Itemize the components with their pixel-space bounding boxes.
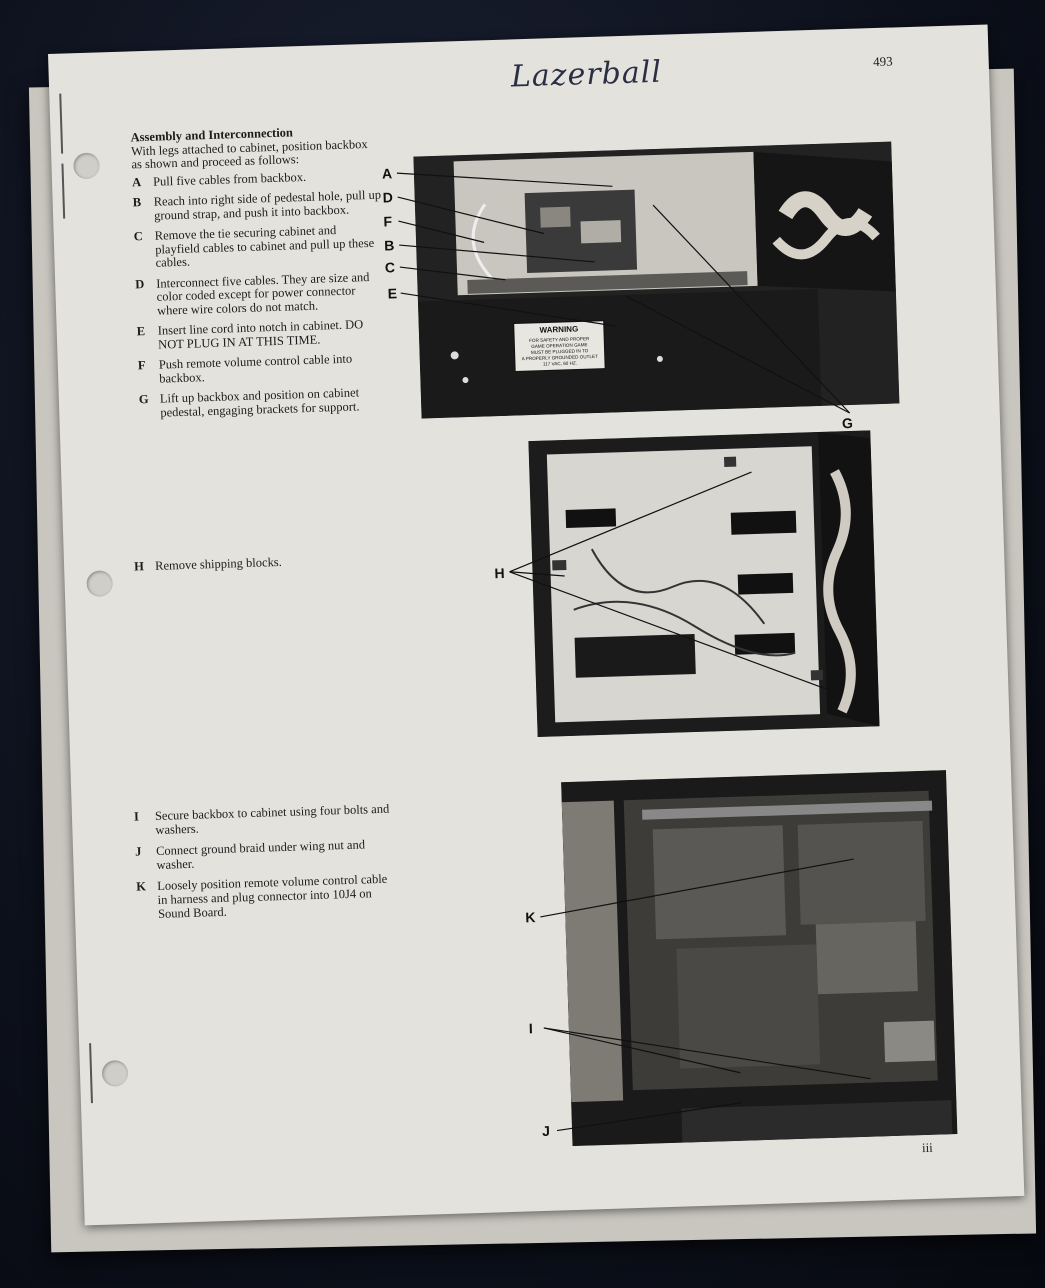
manual-page: 493 Lazerball Assembly and Interconnecti… — [48, 24, 1025, 1226]
warning-label-title: WARNING — [539, 324, 578, 334]
photo-backbox-cabling: WARNING FOR SAFETY AND PROPER GAME OPERA… — [413, 141, 900, 419]
photo-backbox-interior — [528, 430, 880, 737]
warning-label-line: FOR SAFETY AND PROPER — [529, 336, 590, 343]
photo-boards-illustration — [561, 770, 958, 1147]
warning-label-line: GAME OPERATION GAME — [531, 342, 587, 349]
footer-page-number: iii — [921, 1139, 934, 1156]
warning-label-line: A PROPERLY GROUNDED OUTLET — [522, 354, 598, 361]
warning-label-line: 117 VAC, 60 HZ. — [543, 361, 577, 367]
callout-leader-lines — [396, 172, 871, 1132]
photo-backbox-boards — [561, 770, 958, 1147]
warning-label-line: MUST BE PLUGGED IN TO — [531, 348, 589, 355]
photo-interior-illustration — [528, 430, 880, 737]
photo-backbox-illustration: WARNING FOR SAFETY AND PROPER GAME OPERA… — [413, 141, 900, 419]
